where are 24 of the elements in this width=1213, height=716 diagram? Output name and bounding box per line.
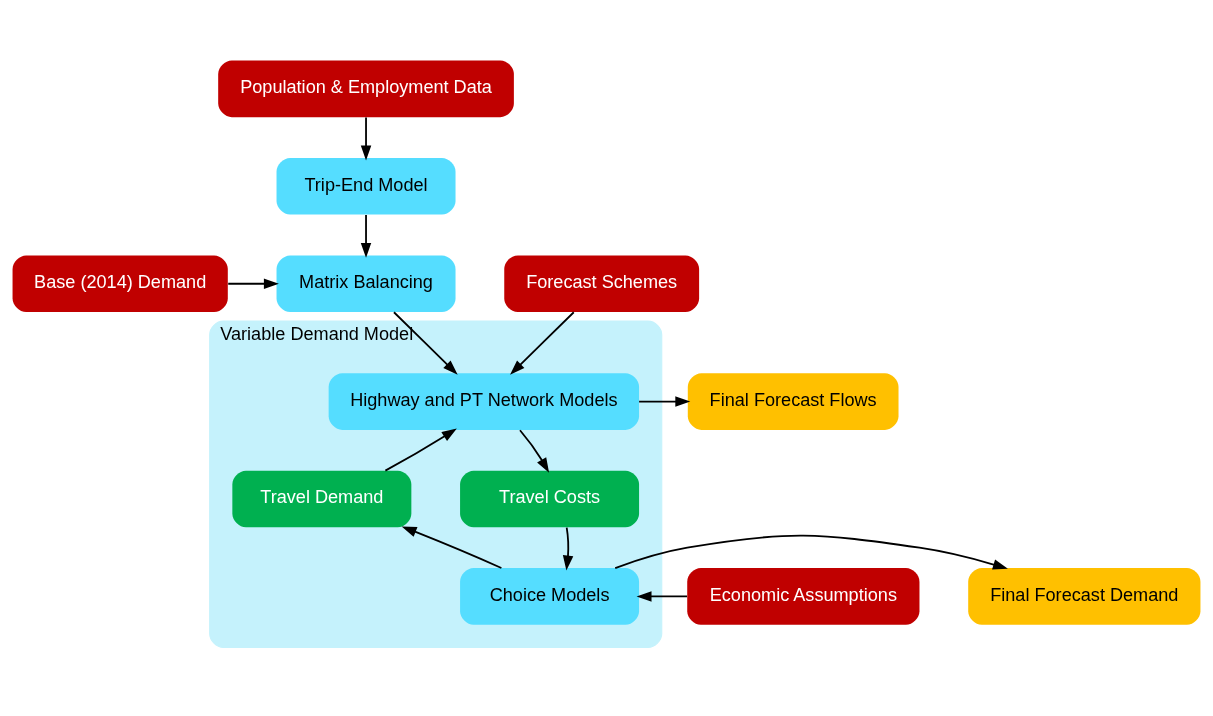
node-box: Population & Employment Data	[218, 60, 514, 117]
node-box: Travel Costs	[460, 470, 640, 527]
arrow	[636, 590, 688, 602]
node-box: Choice Models	[460, 567, 640, 625]
arrow	[401, 525, 503, 569]
arrow	[638, 395, 691, 407]
node-box: Trip-End Model	[276, 157, 456, 215]
arrow	[360, 213, 372, 258]
node-box: Base (2014) Demand	[12, 254, 228, 312]
node-box: Travel Demand	[232, 470, 412, 527]
node-box: Final Forecast Flows	[687, 372, 899, 430]
arrow	[562, 526, 574, 571]
node-box: Highway and PT Network Models	[328, 372, 640, 430]
node-box: Final Forecast Demand	[968, 567, 1201, 625]
node-box: Forecast Schemes	[504, 254, 700, 312]
arrow	[360, 116, 372, 160]
arrow	[227, 278, 279, 289]
node-box: Economic Assumptions	[687, 567, 920, 625]
arrow	[384, 428, 457, 471]
node-box: Matrix Balancing	[276, 254, 456, 312]
arrow	[510, 310, 575, 375]
arrow	[393, 310, 458, 375]
arrow	[614, 534, 1008, 570]
arrow	[519, 428, 550, 473]
